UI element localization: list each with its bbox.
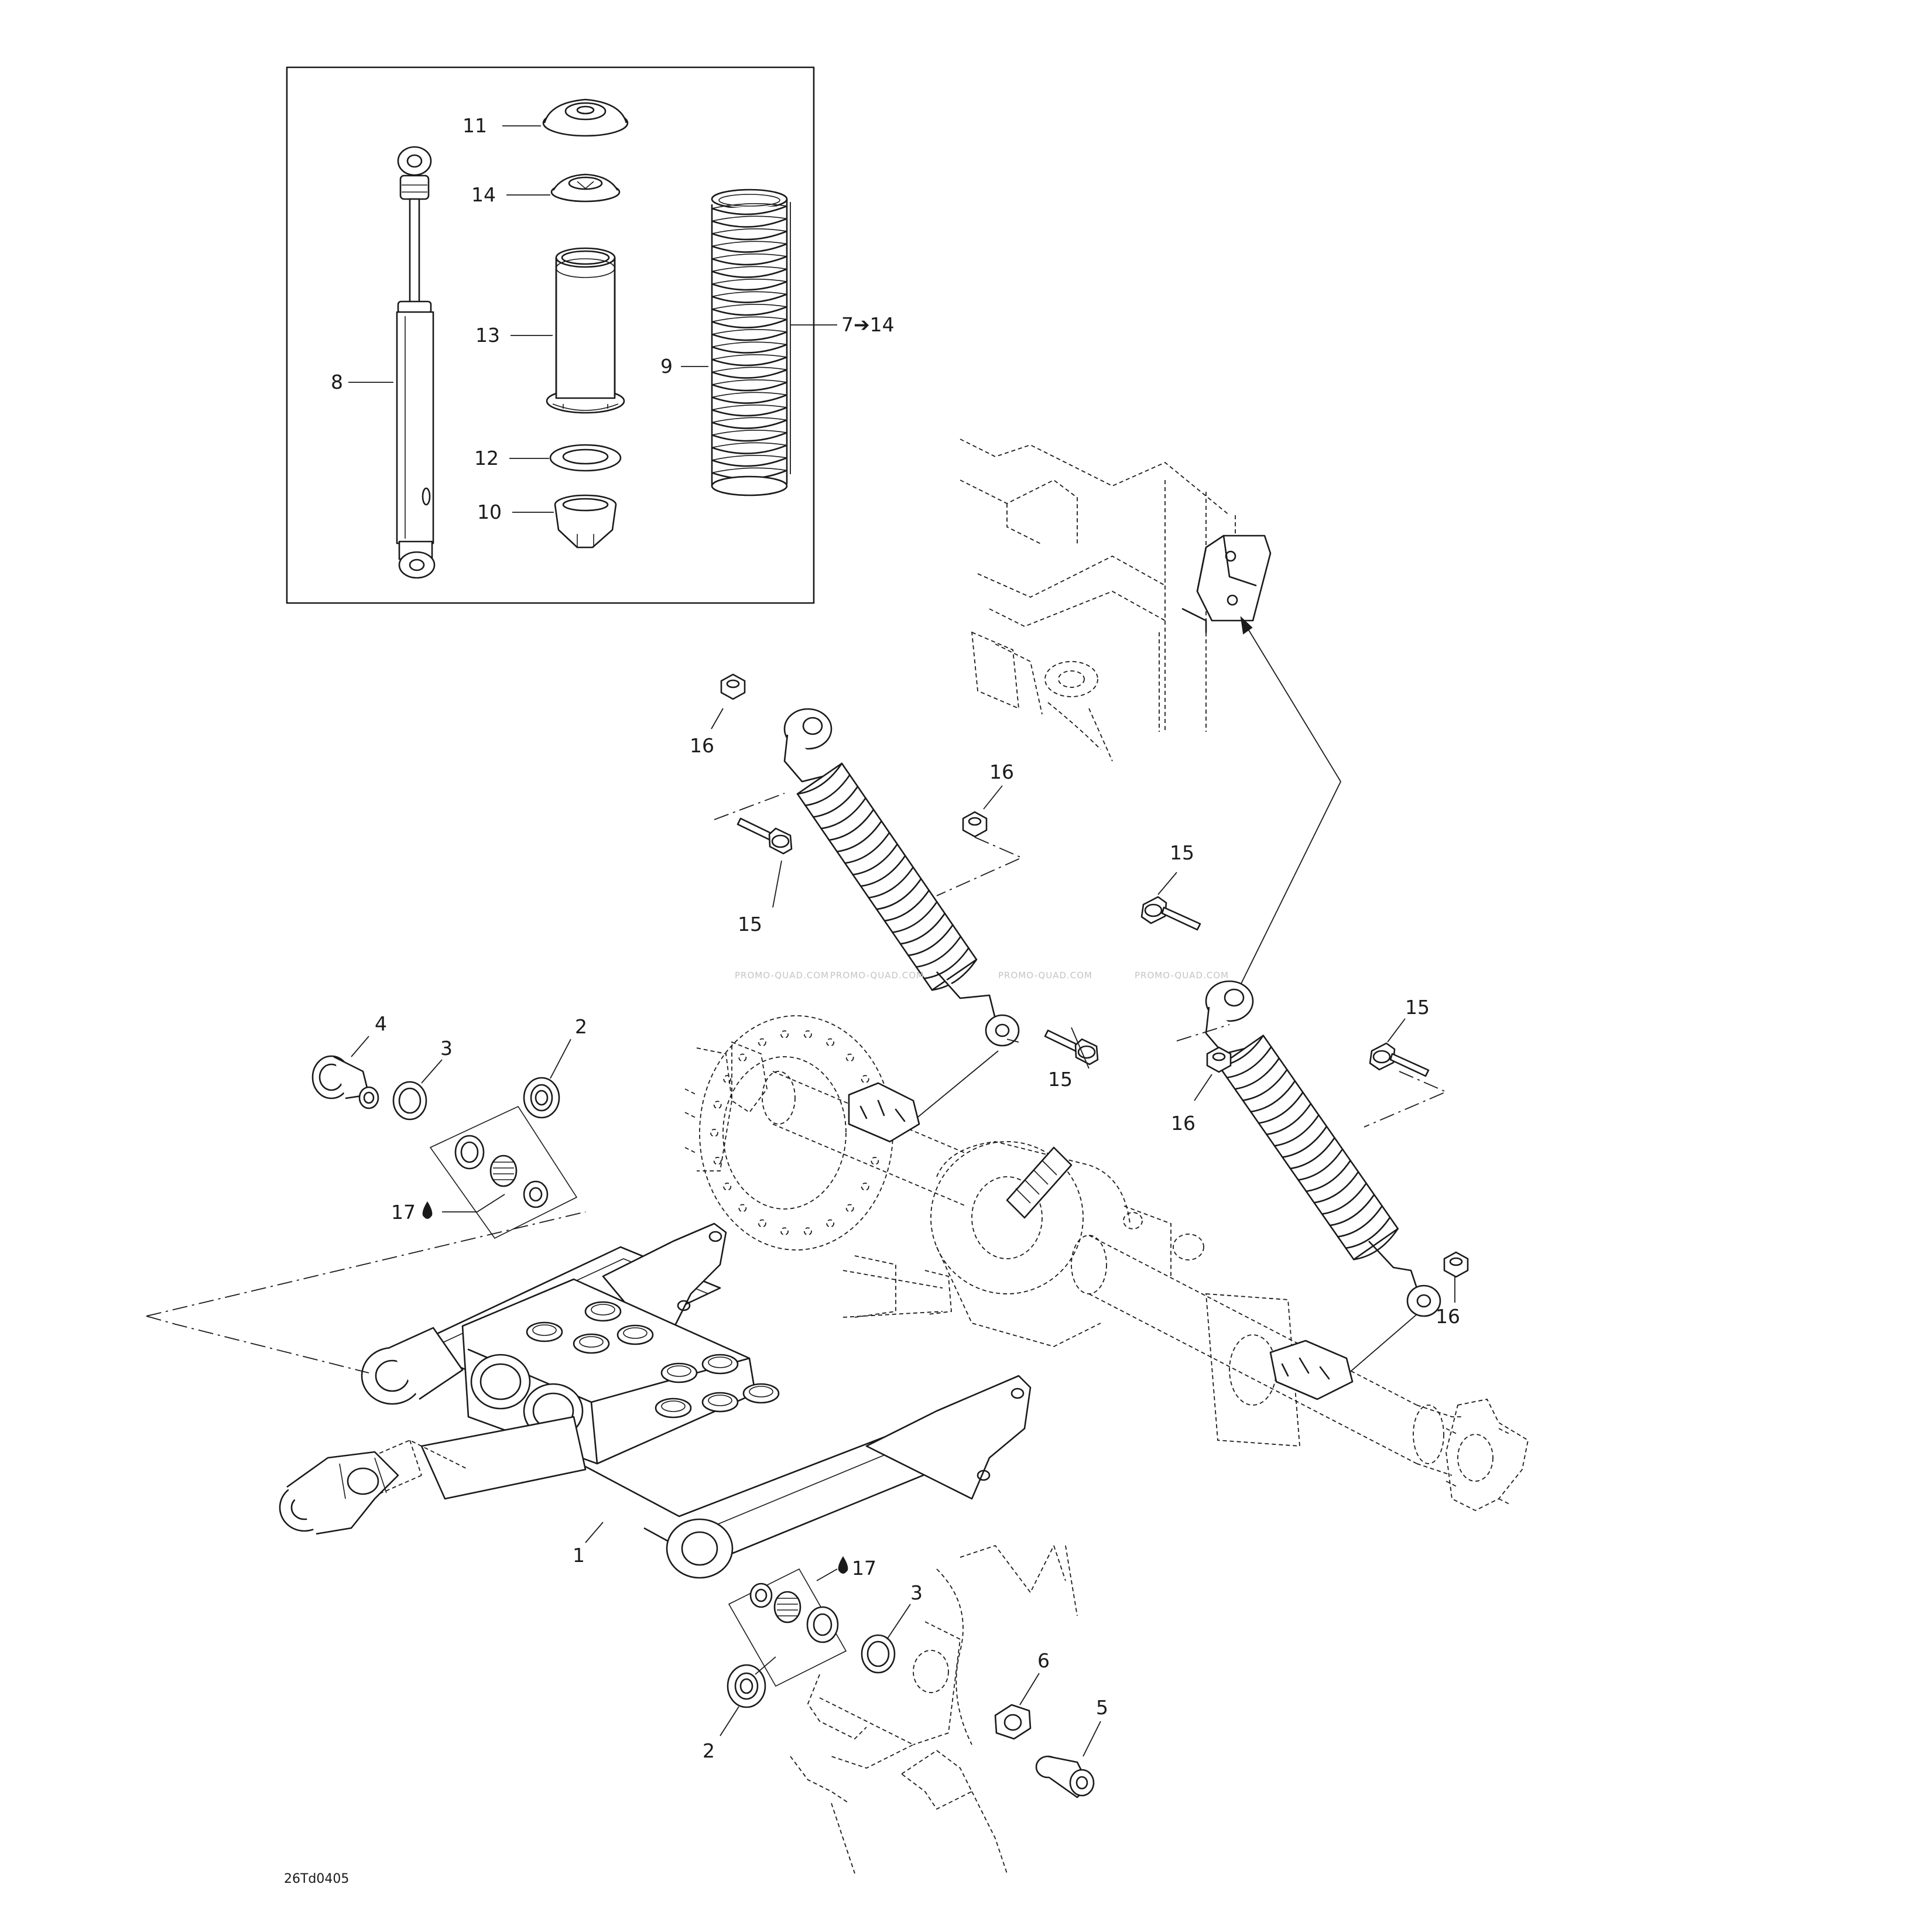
callout-13: 13 [475, 324, 500, 347]
shock-absorber-body-part [396, 146, 436, 579]
upper-shock-mount-bracket [1181, 535, 1272, 633]
callout-15d: 15 [1405, 996, 1430, 1019]
callout-14: 14 [471, 183, 496, 206]
seal-3a [392, 1081, 427, 1121]
callout-16a: 16 [690, 734, 714, 757]
callout-5: 5 [1096, 1696, 1108, 1719]
callout-17a: 17 [391, 1201, 416, 1224]
fasteners [714, 673, 1469, 1278]
bearing-2a [523, 1077, 560, 1119]
lubricant-drop-icon [422, 1201, 433, 1219]
frame-nut-6 [994, 1704, 1032, 1740]
coil-spring-part [711, 189, 788, 496]
callout-2b: 2 [703, 1739, 715, 1762]
axle-shock-brackets [848, 1082, 1354, 1400]
universal-joint-yoke [279, 1451, 399, 1535]
inner-damper [1006, 1146, 1073, 1219]
callout-7-14: 7➔14 [841, 313, 895, 336]
watermark-4: PROMO-QUAD.COM [1135, 970, 1229, 981]
right-shock-assembly [1205, 980, 1441, 1317]
callout-3b: 3 [910, 1581, 923, 1604]
callout-17b: 17 [852, 1557, 876, 1580]
figure-code: 26Td0405 [284, 1872, 349, 1886]
nut-16a [720, 673, 746, 700]
rear-axle-assembly-ghost [684, 1015, 1529, 1512]
bolt-15c [1140, 896, 1201, 931]
watermark-3: PROMO-QUAD.COM [998, 970, 1092, 981]
swing-arm-part [327, 1222, 1032, 1579]
washer-part [549, 444, 622, 472]
left-bearing-kit [146, 1055, 586, 1373]
right-bearing-kit [727, 1568, 896, 1708]
bolt-15d [1369, 1042, 1430, 1077]
shock-components-inset: 11 14 13 12 10 8 9 7➔14 [286, 66, 895, 604]
main-callouts: 4 3 2 17 1 17 3 2 6 5 16 16 [351, 708, 1460, 1762]
watermark: PROMO-QUAD.COM PROMO-QUAD.COM PROMO-QUAD… [735, 970, 1229, 981]
pivot-bolt-4 [311, 1055, 379, 1109]
upper-spring-seat-part [542, 98, 629, 137]
callout-15a: 15 [738, 913, 762, 936]
frame-bushing-5 [1035, 1755, 1095, 1799]
callout-11: 11 [463, 114, 487, 137]
callout-12: 12 [474, 447, 499, 470]
spring-retainer-part [550, 173, 621, 203]
nut-16d [1443, 1251, 1469, 1278]
nut-16b [962, 811, 988, 838]
nut-16c [1206, 1046, 1232, 1073]
callout-4: 4 [375, 1012, 387, 1035]
callout-16b: 16 [989, 761, 1014, 783]
lower-frame-ghost [790, 1544, 1078, 1874]
inset-callouts: 11 14 13 12 10 8 9 7➔14 [331, 114, 895, 523]
bolt-15a [737, 817, 793, 855]
watermark-1: PROMO-QUAD.COM [735, 970, 829, 981]
callout-3a: 3 [440, 1037, 453, 1060]
bolt-15b [1044, 1029, 1099, 1066]
vehicle-frame-ghost [960, 439, 1236, 762]
callout-2a: 2 [575, 1015, 587, 1038]
callout-16c: 16 [1171, 1112, 1195, 1135]
callout-10: 10 [477, 501, 502, 523]
callout-16d: 16 [1436, 1305, 1460, 1328]
left-shock-assembly [783, 708, 1020, 1047]
callout-15b: 15 [1048, 1068, 1073, 1091]
bump-stop-sleeve-part [546, 247, 625, 414]
watermark-2: PROMO-QUAD.COM [830, 970, 924, 981]
callout-9: 9 [660, 355, 673, 378]
lubricant-drop-icon-2 [838, 1556, 848, 1574]
callout-1: 1 [573, 1544, 585, 1567]
callout-6: 6 [1037, 1649, 1050, 1672]
callout-15c: 15 [1170, 841, 1194, 864]
lower-spring-seat-part [554, 494, 617, 549]
callout-8: 8 [331, 371, 343, 393]
